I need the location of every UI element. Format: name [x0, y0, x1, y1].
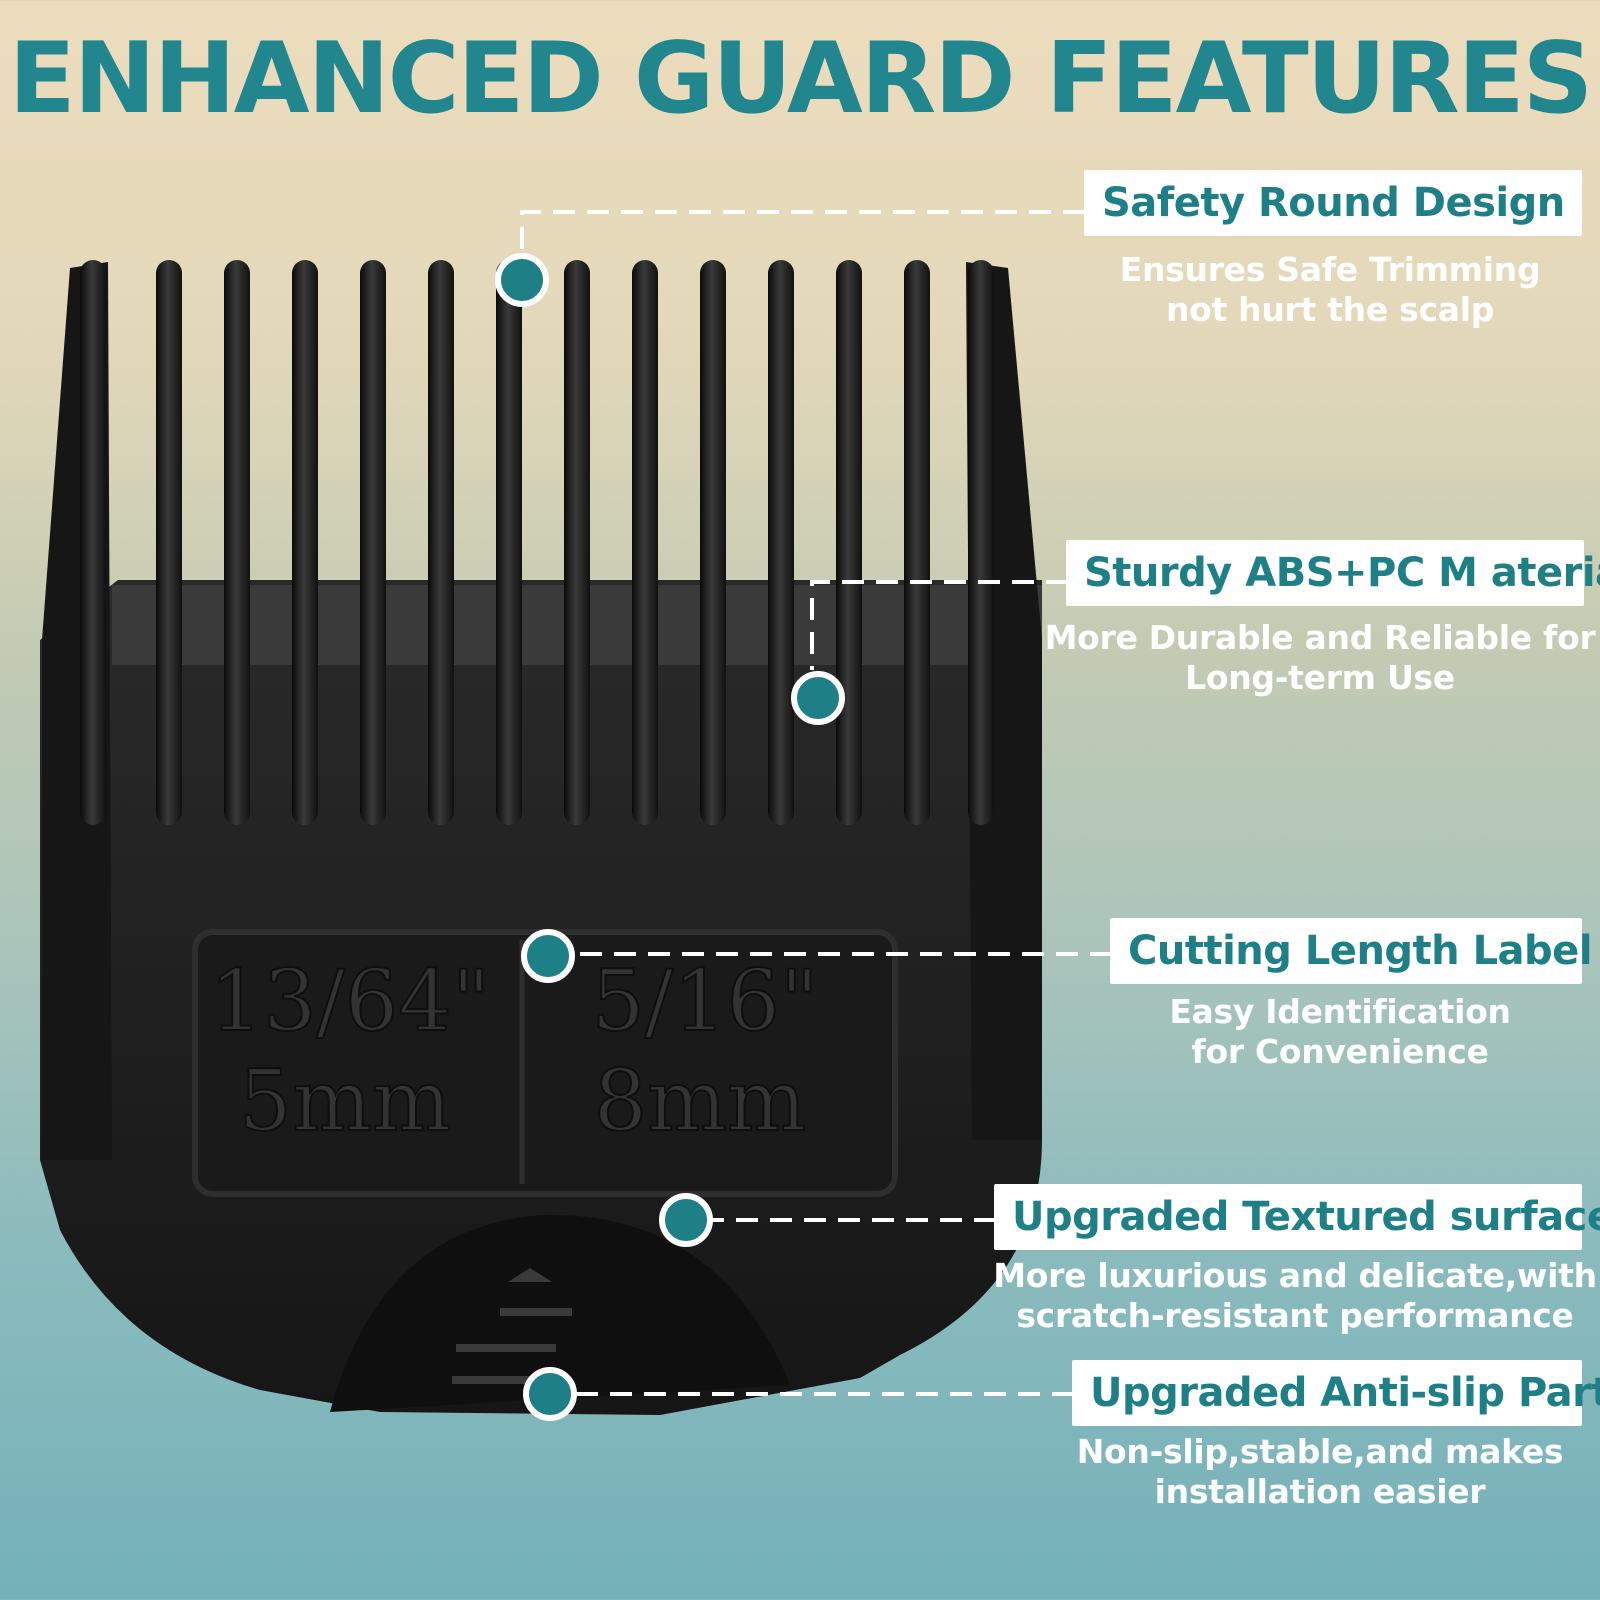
- callout-desc-line: More Durable and Reliable for: [1044, 618, 1596, 657]
- guard-tooth: [156, 260, 182, 825]
- guard-tooth: [836, 260, 862, 825]
- marker-dot-texture: [659, 1193, 713, 1247]
- callout-title-cutting-length-label: Cutting Length Label: [1110, 918, 1593, 984]
- guard-tooth: [292, 260, 318, 825]
- anti-slip-ridge: [456, 1344, 556, 1352]
- leader-line-safety: [520, 210, 1085, 256]
- callout-desc-line: scratch-resistant performance: [1016, 1296, 1574, 1335]
- length-label-left-fraction: 13/64": [210, 952, 491, 1050]
- callout-desc-safety-round-design: Ensures Safe Trimming not hurt the scalp: [1060, 250, 1600, 330]
- guard-tooth: [80, 260, 106, 825]
- marker-dot-antislip: [523, 1367, 577, 1421]
- callout-desc-cutting-length-label: Easy Identification for Convenience: [1080, 992, 1600, 1072]
- guard-tooth: [700, 260, 726, 825]
- callout-desc-line: not hurt the scalp: [1165, 290, 1495, 329]
- leader-line-material: [810, 580, 1068, 670]
- guard-tooth: [224, 260, 250, 825]
- callout-desc-line: for Convenience: [1191, 1032, 1489, 1071]
- callout-desc-sturdy-material: More Durable and Reliable for Long-term …: [1040, 618, 1600, 698]
- guard-tooth: [360, 260, 386, 825]
- page-title: ENHANCED GUARD FEATURES: [8, 22, 1593, 136]
- anti-slip-arrow-icon: [508, 1268, 552, 1282]
- guard-teeth: [80, 260, 994, 825]
- anti-slip-ridge: [500, 1308, 572, 1316]
- callout-desc-line: Long-term Use: [1185, 658, 1455, 697]
- callout-title-sturdy-material: Sturdy ABS+PC M aterial: [1066, 540, 1600, 606]
- marker-dot-length: [521, 929, 575, 983]
- callout-desc-anti-slip-part: Non-slip,stable,and makes installation e…: [1040, 1432, 1600, 1512]
- length-label-right-metric: 8mm: [594, 1052, 807, 1150]
- callout-title-textured-surface: Upgraded Textured surface: [994, 1184, 1600, 1250]
- guard-tooth: [768, 260, 794, 825]
- guard-tooth: [632, 260, 658, 825]
- callout-desc-line: More luxurious and delicate,with: [993, 1256, 1597, 1295]
- callout-desc-textured-surface: More luxurious and delicate,with scratch…: [990, 1256, 1600, 1336]
- callout-desc-line: Ensures Safe Trimming: [1119, 250, 1541, 289]
- guard-tooth: [564, 260, 590, 825]
- guard-tooth: [496, 260, 522, 825]
- callout-title-anti-slip-part: Upgraded Anti-slip Part: [1072, 1360, 1600, 1426]
- guard-tooth: [428, 260, 454, 825]
- marker-dot-safety: [495, 253, 549, 307]
- callout-desc-line: installation easier: [1154, 1472, 1486, 1511]
- length-label-left-metric: 5mm: [239, 1052, 452, 1150]
- callout-title-safety-round-design: Safety Round Design: [1084, 170, 1582, 236]
- marker-dot-material: [791, 671, 845, 725]
- guard-tooth: [904, 260, 930, 825]
- guard-tooth: [968, 260, 994, 825]
- length-label-right-fraction: 5/16": [591, 952, 818, 1050]
- callout-desc-line: Non-slip,stable,and makes: [1076, 1432, 1564, 1471]
- anti-slip-ridge: [452, 1376, 542, 1384]
- callout-desc-line: Easy Identification: [1169, 992, 1511, 1031]
